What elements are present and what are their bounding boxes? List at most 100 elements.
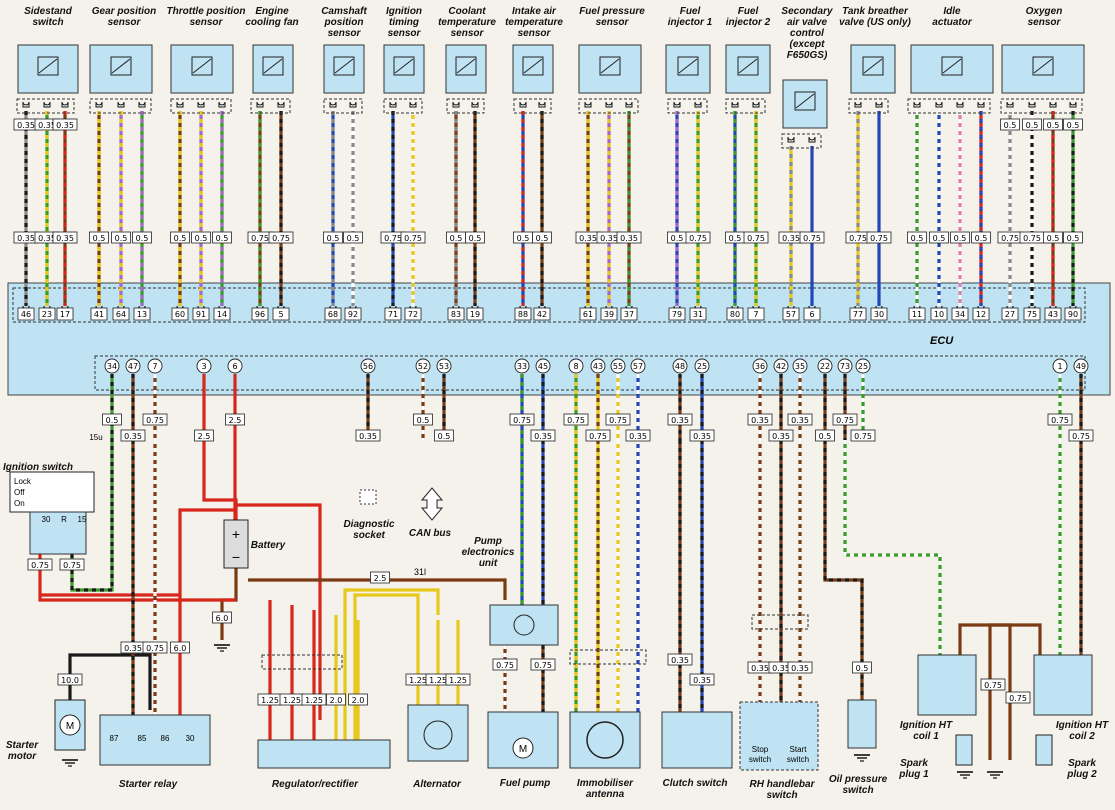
connector-housing — [16, 98, 75, 114]
ecu-pin-box — [112, 307, 130, 321]
wire-size-label: 0.5 — [174, 234, 187, 243]
ecu-pin-circle — [752, 358, 768, 374]
ecu-pin-number: 96 — [255, 310, 265, 319]
ign-terminal-30: 30 — [42, 515, 51, 524]
ecu-pin-number: 48 — [675, 362, 685, 371]
wire-size-box — [492, 658, 518, 671]
wire-size-box — [747, 413, 773, 426]
ecu-pin-circle — [104, 358, 120, 374]
wire-size-label: 0.5 — [93, 234, 106, 243]
wire-size-label: 0.5 — [1067, 121, 1080, 130]
wire-size-label: 0.75 — [146, 416, 164, 425]
wire-oil — [823, 440, 864, 700]
ecu-pin-box — [56, 307, 74, 321]
wire-size-label: 0.5 — [954, 234, 967, 243]
can-bus-arrow — [420, 487, 444, 521]
connector-pin — [787, 136, 795, 143]
connector-housing — [781, 133, 822, 149]
ecu-pin-box — [930, 307, 948, 321]
wire-size-label: 0.35 — [56, 121, 74, 130]
wire-size-label: 6.0 — [216, 614, 229, 623]
handlebar-switch-body — [739, 701, 819, 771]
wire-size-box — [413, 413, 433, 426]
connector-pin — [584, 101, 592, 108]
wire-size-box — [301, 693, 327, 706]
wire-size-label: 0.75 — [689, 234, 707, 243]
ecu-pin-number: 25 — [858, 362, 868, 371]
wire-size-label: 0.5 — [729, 234, 742, 243]
wire-size-label: 0.35 — [56, 234, 74, 243]
wire-size-label: 0.35 — [693, 676, 711, 685]
ecu-pin-number: 47 — [128, 362, 138, 371]
wire-size-box — [212, 611, 232, 624]
ecu-pin-box — [600, 307, 618, 321]
wire-31l — [248, 578, 507, 600]
label-sidestand-switch: Sidestand switch — [24, 6, 72, 28]
label-fuel-injector-1: Fuel injector 1 — [667, 6, 713, 28]
wire-size-box — [787, 413, 813, 426]
connector-housing — [725, 98, 766, 114]
wire-size-label: 0.5 — [1067, 234, 1080, 243]
label-fuel-pump: Fuel pump — [499, 778, 551, 789]
wire-size-box — [530, 658, 556, 671]
wire-size-box — [323, 231, 343, 244]
wire-relay-feed — [40, 508, 236, 597]
ecu-pin-circle — [535, 358, 551, 374]
wire-size-label: 0.5 — [216, 234, 229, 243]
component-sidestand — [17, 44, 79, 94]
ecu-pin-box — [447, 307, 465, 321]
intakeair-symbol — [522, 56, 544, 76]
component-oxygen — [1001, 44, 1085, 94]
ecu-pin-circle — [568, 358, 584, 374]
ecu-pin-number: 34 — [955, 310, 965, 319]
label-tank-breather-valve: Tank breather valve (US only) — [839, 6, 911, 28]
wire-size-box — [465, 231, 485, 244]
ecu-pin-number: 64 — [116, 310, 126, 319]
component-intakeair — [512, 44, 554, 94]
wire-coil1-green — [843, 440, 942, 655]
starter-motor-m: M — [66, 721, 74, 732]
ecu-pin-number: 57 — [786, 310, 796, 319]
ecu-pin-number: 23 — [42, 310, 52, 319]
label-fuel-injector-2: Fuel injector 2 — [725, 6, 771, 28]
connector-pin — [977, 101, 985, 108]
ecu-pin-box — [133, 307, 151, 321]
component-gearpos — [89, 44, 153, 94]
wire-size-label: 0.5 — [911, 234, 924, 243]
wire-size-label: 0.5 — [517, 234, 530, 243]
label-coolant-temp-sensor: Coolant temperature sensor — [438, 6, 496, 39]
ecu-pin-circle — [125, 358, 141, 374]
wire-size-label: 0.5 — [106, 416, 119, 425]
wire-size-label: 0.35 — [751, 416, 769, 425]
ecu-pin-number: 46 — [21, 310, 31, 319]
wire-size-label: 0.5 — [1004, 121, 1017, 130]
idle-symbol — [942, 58, 962, 74]
ecu-pin-number: 91 — [196, 310, 206, 319]
connector-pin — [538, 101, 546, 108]
wire-size-label: 0.75 — [251, 234, 269, 243]
ecu-pin-box — [908, 307, 926, 321]
ecu-pin-number: 75 — [1027, 310, 1037, 319]
wire-size-label: 0.75 — [567, 416, 585, 425]
wire-size-box — [191, 231, 211, 244]
ecu-pin-box — [533, 307, 551, 321]
wire-size-box — [850, 429, 876, 442]
ecu-pin-box — [344, 307, 362, 321]
wire-size-box — [1005, 691, 1031, 704]
handlebar-stop-label-2: switch — [749, 755, 771, 764]
ecu-pin-number: 25 — [697, 362, 707, 371]
label-starter-relay: Starter relay — [118, 779, 178, 790]
inj1-symbol — [677, 56, 699, 76]
connector-pin — [256, 101, 264, 108]
inj2-symbol — [738, 58, 758, 74]
fuelpress-symbol — [599, 56, 621, 76]
clutch-switch-body — [661, 711, 733, 769]
connector-housing — [446, 98, 485, 114]
wire-size-label: 6.0 — [174, 644, 187, 653]
ecu-pin-number: 36 — [755, 362, 765, 371]
ecu-pin-box — [466, 307, 484, 321]
wire-size-label: 0.75 — [803, 234, 821, 243]
ignition-on-label: On — [14, 499, 25, 508]
coolant-symbol — [456, 58, 476, 74]
label-ignition-switch: Ignition switch — [3, 462, 73, 473]
